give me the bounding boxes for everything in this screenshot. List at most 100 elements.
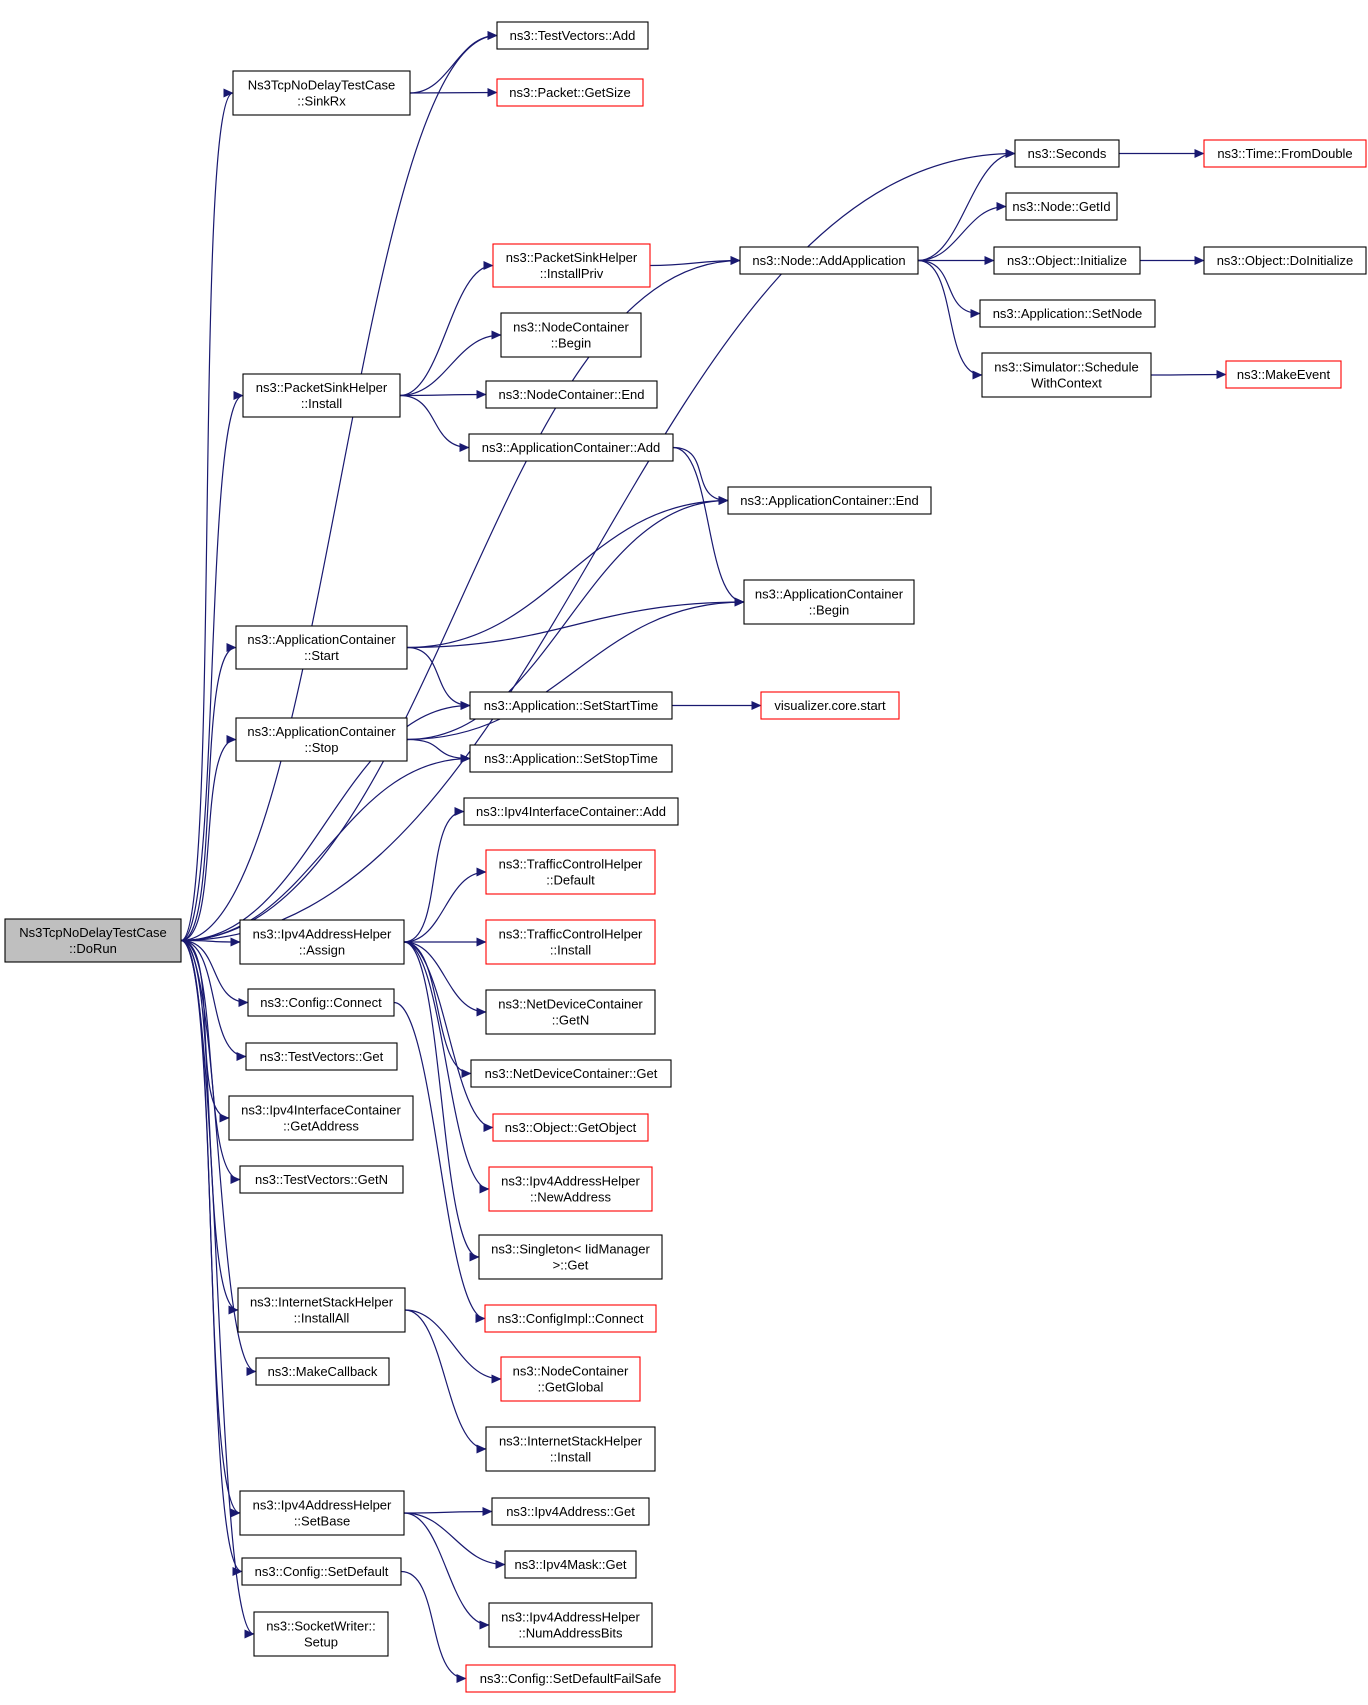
node-box[interactable]	[247, 988, 395, 1017]
node-box[interactable]	[488, 1166, 653, 1212]
node-box[interactable]	[1203, 246, 1367, 275]
node-obj_getobject[interactable]: ns3::Object::GetObject	[492, 1113, 649, 1142]
node-box[interactable]	[979, 299, 1156, 328]
node-box[interactable]	[485, 919, 656, 965]
node-box[interactable]	[500, 312, 642, 358]
node-box[interactable]	[468, 433, 674, 462]
node-ipv4ic_add[interactable]: ns3::Ipv4InterfaceContainer::Add	[463, 797, 679, 826]
node-box[interactable]	[235, 625, 408, 670]
node-box[interactable]	[485, 849, 656, 895]
node-box[interactable]	[228, 1095, 414, 1141]
node-tch_default[interactable]: ns3::TrafficControlHelper::Default	[485, 849, 656, 895]
node-node_getid[interactable]: ns3::Node::GetId	[1005, 192, 1118, 221]
node-makecallback[interactable]: ns3::MakeCallback	[255, 1357, 390, 1386]
node-nc_begin[interactable]: ns3::NodeContainer::Begin	[500, 312, 642, 358]
node-ndc_getn[interactable]: ns3::NetDeviceContainer::GetN	[485, 989, 656, 1035]
node-box[interactable]	[239, 1165, 404, 1194]
node-box[interactable]	[245, 1042, 398, 1071]
node-box[interactable]	[237, 1287, 406, 1333]
node-box[interactable]	[235, 717, 408, 762]
node-box[interactable]	[1005, 192, 1118, 221]
node-box[interactable]	[743, 579, 915, 625]
node-box[interactable]	[242, 373, 401, 418]
node-ipv4ah_setbase[interactable]: ns3::Ipv4AddressHelper::SetBase	[239, 1490, 405, 1536]
node-obj_doinit[interactable]: ns3::Object::DoInitialize	[1203, 246, 1367, 275]
node-box[interactable]	[484, 1304, 657, 1333]
node-box[interactable]	[239, 919, 405, 965]
node-ipv4ic_getaddr[interactable]: ns3::Ipv4InterfaceContainer::GetAddress	[228, 1095, 414, 1141]
node-ac_start[interactable]: ns3::ApplicationContainer::Start	[235, 625, 408, 670]
node-app_setstart[interactable]: ns3::Application::SetStartTime	[469, 691, 673, 720]
node-box[interactable]	[1225, 360, 1342, 389]
node-ac_add[interactable]: ns3::ApplicationContainer::Add	[468, 433, 674, 462]
node-ish_installall[interactable]: ns3::InternetStackHelper::InstallAll	[237, 1287, 406, 1333]
node-nc_getglobal[interactable]: ns3::NodeContainer::GetGlobal	[500, 1356, 641, 1402]
node-seconds[interactable]: ns3::Seconds	[1014, 139, 1120, 168]
node-tv_getn[interactable]: ns3::TestVectors::GetN	[239, 1165, 404, 1194]
node-box[interactable]	[469, 744, 673, 773]
node-box[interactable]	[465, 1664, 676, 1693]
node-cfgimpl_connect[interactable]: ns3::ConfigImpl::Connect	[484, 1304, 657, 1333]
node-box[interactable]	[500, 1356, 641, 1402]
node-box[interactable]	[253, 1611, 389, 1657]
node-sw_setup[interactable]: ns3::SocketWriter::Setup	[253, 1611, 389, 1657]
node-box[interactable]	[485, 989, 656, 1035]
node-ipv4ah_assign[interactable]: ns3::Ipv4AddressHelper::Assign	[239, 919, 405, 965]
node-ish_install[interactable]: ns3::InternetStackHelper::Install	[485, 1426, 656, 1472]
node-cfg_setdefault[interactable]: ns3::Config::SetDefault	[241, 1557, 402, 1586]
node-ndc_get[interactable]: ns3::NetDeviceContainer::Get	[470, 1059, 672, 1088]
node-ac_stop[interactable]: ns3::ApplicationContainer::Stop	[235, 717, 408, 762]
node-box[interactable]	[469, 691, 673, 720]
node-box[interactable]	[491, 1497, 650, 1526]
node-singleton_get[interactable]: ns3::Singleton< IidManager>::Get	[478, 1234, 663, 1280]
node-box[interactable]	[504, 1550, 637, 1579]
node-cfg_setdefaultfs[interactable]: ns3::Config::SetDefaultFailSafe	[465, 1664, 676, 1693]
node-box[interactable]	[496, 78, 644, 107]
node-root[interactable]: Ns3TcpNoDelayTestCase::DoRun	[4, 918, 182, 963]
node-box[interactable]	[470, 1059, 672, 1088]
node-box[interactable]	[463, 797, 679, 826]
node-nc_end[interactable]: ns3::NodeContainer::End	[485, 380, 658, 409]
node-box[interactable]	[241, 1557, 402, 1586]
node-box[interactable]	[4, 918, 182, 963]
node-pkt_getsize[interactable]: ns3::Packet::GetSize	[496, 78, 644, 107]
node-app_setstop[interactable]: ns3::Application::SetStopTime	[469, 744, 673, 773]
node-node_addapp[interactable]: ns3::Node::AddApplication	[739, 246, 919, 275]
node-box[interactable]	[1203, 139, 1367, 168]
node-psh_install[interactable]: ns3::PacketSinkHelper::Install	[242, 373, 401, 418]
node-box[interactable]	[492, 1113, 649, 1142]
node-makeevent[interactable]: ns3::MakeEvent	[1225, 360, 1342, 389]
node-box[interactable]	[478, 1234, 663, 1280]
node-tv_get[interactable]: ns3::TestVectors::Get	[245, 1042, 398, 1071]
node-ac_begin[interactable]: ns3::ApplicationContainer::Begin	[743, 579, 915, 625]
node-box[interactable]	[981, 352, 1152, 398]
node-obj_init[interactable]: ns3::Object::Initialize	[993, 246, 1141, 275]
node-viz_start[interactable]: visualizer.core.start	[760, 691, 900, 720]
node-tch_install[interactable]: ns3::TrafficControlHelper::Install	[485, 919, 656, 965]
node-box[interactable]	[255, 1357, 390, 1386]
node-sinkrx[interactable]: Ns3TcpNoDelayTestCase::SinkRx	[232, 70, 411, 116]
node-ipv4ah_newaddr[interactable]: ns3::Ipv4AddressHelper::NewAddress	[488, 1166, 653, 1212]
node-psh_installpriv[interactable]: ns3::PacketSinkHelper::InstallPriv	[492, 243, 651, 288]
node-box[interactable]	[1014, 139, 1120, 168]
node-box[interactable]	[239, 1490, 405, 1536]
node-box[interactable]	[488, 1602, 653, 1648]
node-box[interactable]	[739, 246, 919, 275]
node-box[interactable]	[485, 380, 658, 409]
node-box[interactable]	[760, 691, 900, 720]
node-box[interactable]	[232, 70, 411, 116]
node-box[interactable]	[993, 246, 1141, 275]
node-app_setnode[interactable]: ns3::Application::SetNode	[979, 299, 1156, 328]
node-fromdouble[interactable]: ns3::Time::FromDouble	[1203, 139, 1367, 168]
node-ac_end[interactable]: ns3::ApplicationContainer::End	[727, 486, 932, 515]
node-box[interactable]	[485, 1426, 656, 1472]
node-ipv4addr_get[interactable]: ns3::Ipv4Address::Get	[491, 1497, 650, 1526]
node-box[interactable]	[492, 243, 651, 288]
node-box[interactable]	[496, 21, 649, 50]
node-cfg_connect[interactable]: ns3::Config::Connect	[247, 988, 395, 1017]
node-ipv4mask_get[interactable]: ns3::Ipv4Mask::Get	[504, 1550, 637, 1579]
node-box[interactable]	[727, 486, 932, 515]
node-tv_add[interactable]: ns3::TestVectors::Add	[496, 21, 649, 50]
node-ipv4ah_numbits[interactable]: ns3::Ipv4AddressHelper::NumAddressBits	[488, 1602, 653, 1648]
